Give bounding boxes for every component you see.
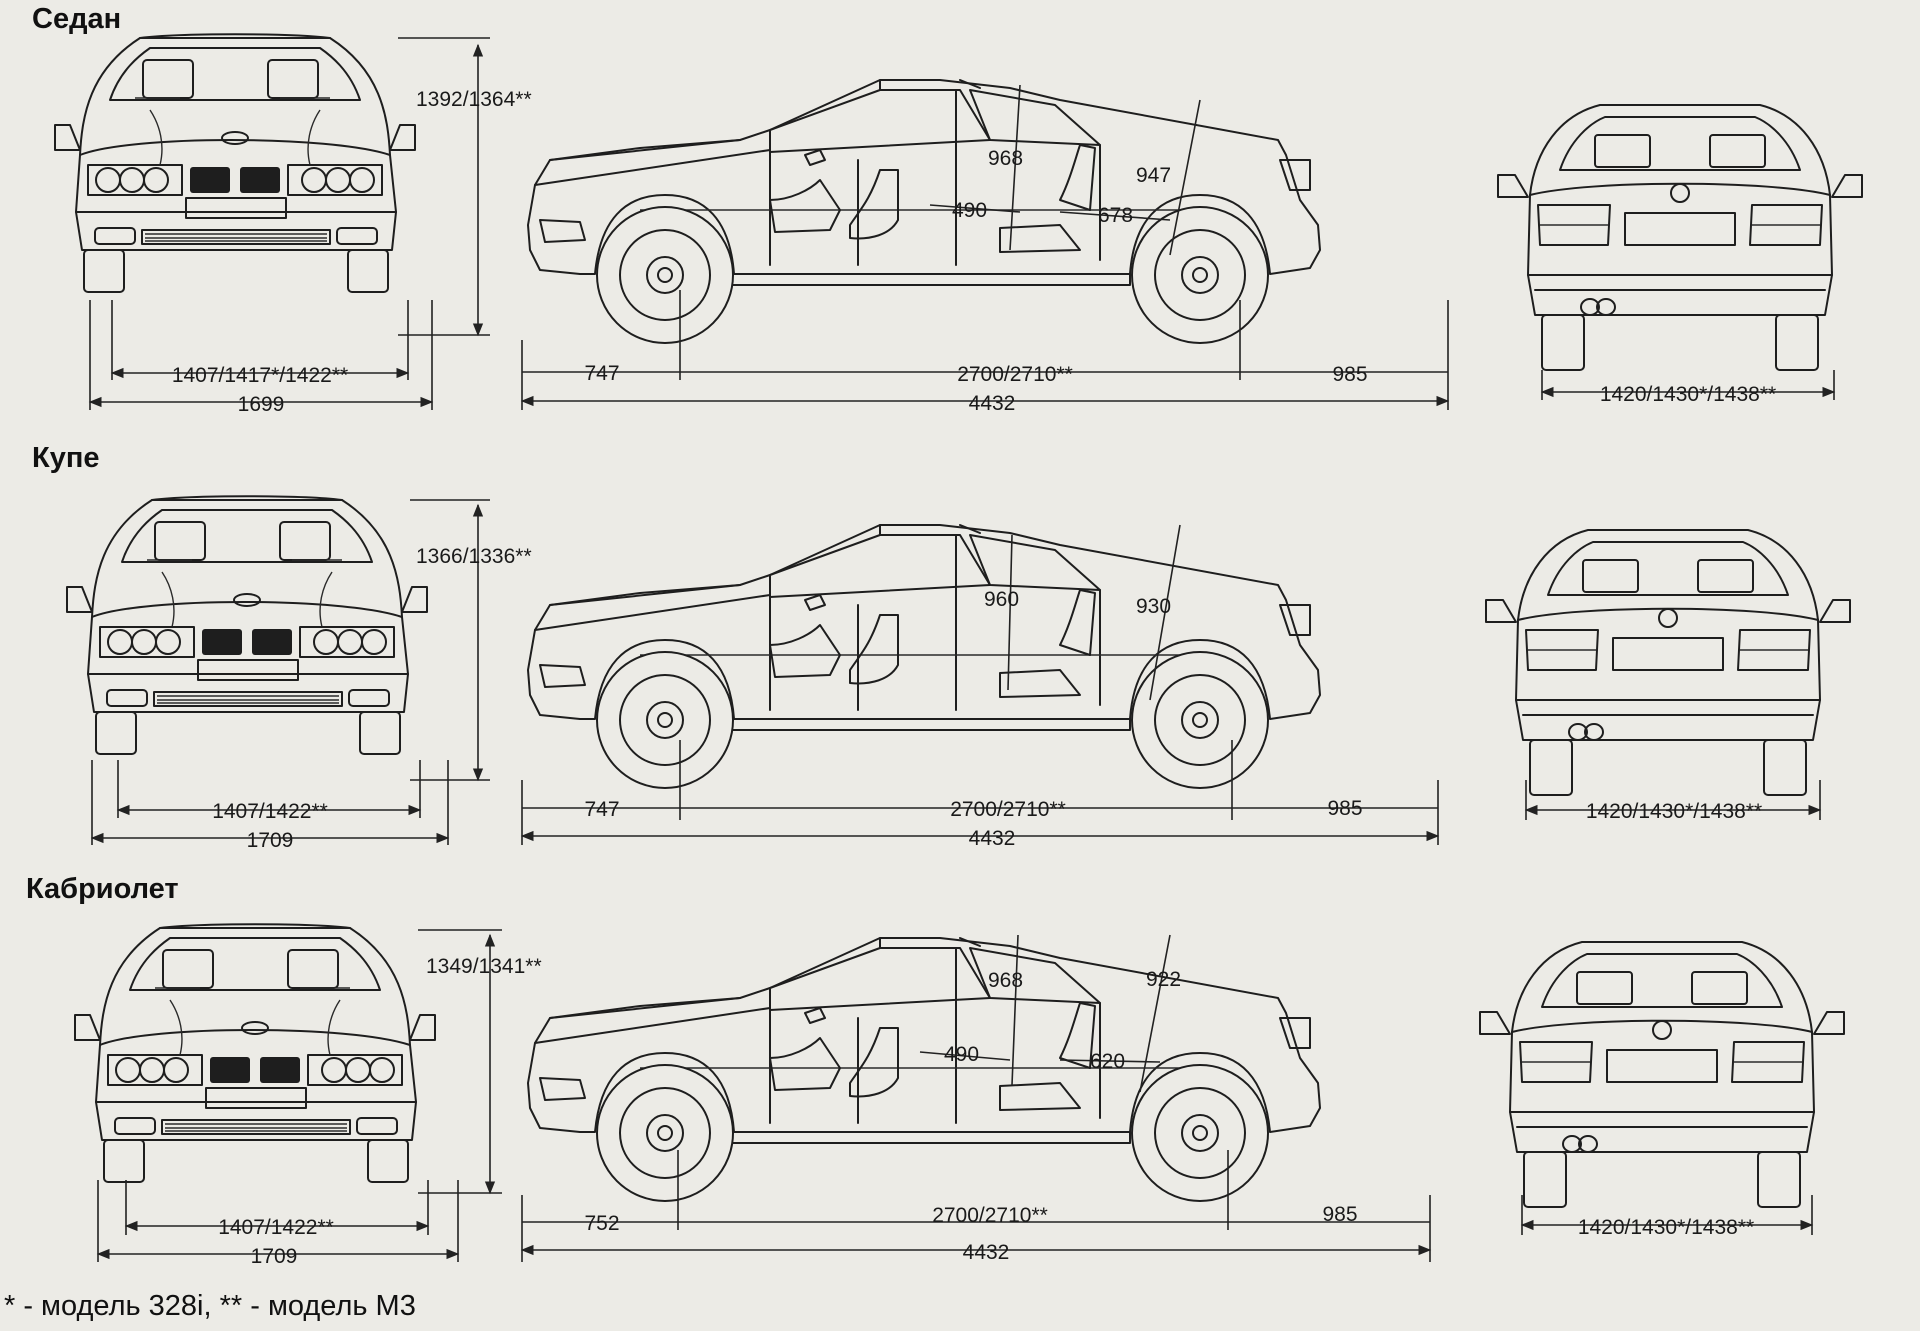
sedan-front-overhang-label: 747: [584, 362, 619, 385]
coupe-rear-view: [1485, 529, 1851, 796]
cabriolet-front-legroom-label: 490: [944, 1043, 979, 1066]
cabriolet-rear-view: [1479, 941, 1845, 1208]
sedan-rear-track-label: 1420/1430*/1438**: [1600, 383, 1776, 406]
sedan-height-label: 1392/1364**: [416, 88, 532, 111]
section-sedan: Седан 1392/1364** 1407/1417*/1422** 1699…: [32, 3, 1863, 416]
cabriolet-rear-legroom-label: 620: [1090, 1050, 1125, 1073]
cabriolet-rear-overhang-label: 985: [1322, 1203, 1357, 1226]
section-title-sedan: Седан: [32, 3, 121, 35]
sedan-length-label: 4432: [969, 392, 1016, 415]
sedan-side-view: [527, 79, 1321, 344]
cabriolet-front-track-label: 1407/1422**: [218, 1216, 334, 1239]
sedan-rear-legroom-label: 678: [1098, 204, 1133, 227]
cabriolet-front-headroom-label: 968: [988, 969, 1023, 992]
sedan-wheelbase-label: 2700/2710**: [957, 363, 1073, 386]
coupe-front-track-label: 1407/1422**: [212, 800, 328, 823]
section-title-coupe: Купе: [32, 442, 99, 474]
coupe-side-view: [527, 524, 1321, 789]
cabriolet-side-view: [527, 937, 1321, 1202]
sedan-front-track-label: 1407/1417*/1422**: [172, 364, 348, 387]
coupe-front-headroom-label: 960: [984, 588, 1019, 611]
cabriolet-width-label: 1709: [251, 1245, 298, 1268]
coupe-rear-overhang-label: 985: [1327, 797, 1362, 820]
coupe-length-label: 4432: [969, 827, 1016, 850]
cabriolet-front-overhang-label: 752: [584, 1212, 619, 1235]
sedan-width-label: 1699: [238, 393, 285, 416]
section-coupe: Купе 1366/1336** 1407/1422** 1709 747 27…: [32, 442, 1851, 852]
coupe-height-label: 1366/1336**: [416, 545, 532, 568]
coupe-rear-track-label: 1420/1430*/1438**: [1586, 800, 1762, 823]
sedan-front-headroom-label: 968: [988, 147, 1023, 170]
sedan-rear-view: [1497, 104, 1863, 371]
footnote: * - модель 328i, ** - модель M3: [4, 1290, 416, 1322]
coupe-wheelbase-label: 2700/2710**: [950, 798, 1066, 821]
sedan-front-legroom-label: 490: [952, 199, 987, 222]
cabriolet-rear-headroom-label: 922: [1146, 968, 1181, 991]
coupe-width-label: 1709: [247, 829, 294, 852]
cabriolet-rear-track-label: 1420/1430*/1438**: [1578, 1216, 1754, 1239]
cabriolet-length-label: 4432: [963, 1241, 1010, 1264]
coupe-rear-headroom-label: 930: [1136, 595, 1171, 618]
cabriolet-front-view: [74, 923, 436, 1183]
section-title-cabriolet: Кабриолет: [26, 873, 179, 905]
section-cabriolet: Кабриолет 1349/1341** 1407/1422** 1709 7…: [26, 873, 1845, 1268]
sedan-rear-overhang-label: 985: [1332, 363, 1367, 386]
cabriolet-height-label: 1349/1341**: [426, 955, 542, 978]
sedan-front-view: [54, 33, 416, 293]
coupe-front-view: [66, 495, 428, 755]
coupe-front-overhang-label: 747: [584, 798, 619, 821]
cabriolet-wheelbase-label: 2700/2710**: [932, 1204, 1048, 1227]
sedan-rear-headroom-label: 947: [1136, 164, 1171, 187]
